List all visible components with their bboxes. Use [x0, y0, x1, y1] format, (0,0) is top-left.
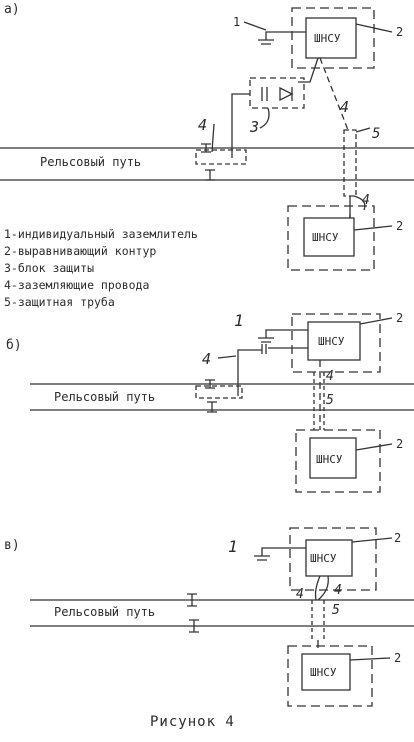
num-2-c-top: 2 [394, 531, 401, 545]
legend-item-2: 2-выравнивающий контур [4, 244, 157, 258]
panel-b-label: б) [6, 338, 22, 353]
num-4-b-left: 4 [202, 350, 211, 368]
num-5-b: 5 [326, 393, 334, 408]
ground-electrode-c [254, 547, 306, 561]
ground-electrode-a [258, 31, 306, 45]
num-4-a-left: 4 [198, 116, 207, 134]
equalizing-contour-a-top [291, 7, 375, 69]
num-4-a-lower: 4 [362, 193, 370, 208]
num-4-b-right: 4 [326, 369, 334, 384]
panel-c-label: в) [4, 538, 20, 553]
num-4-c-right: 4 [334, 583, 342, 598]
shnsu-label-b-bottom: ШНСУ [316, 453, 343, 466]
num-2-a-top: 2 [396, 25, 403, 39]
shnsu-box-b-top [307, 321, 361, 361]
num-3-a: 3 [249, 118, 259, 136]
track-label-b: Рельсовый путь [54, 390, 156, 404]
panel-a-label: а) [4, 2, 20, 17]
protection-block-a [249, 77, 305, 109]
ground-electrode-b [258, 329, 308, 343]
legend-item-1: 1-индивидуальный заземлитель [4, 227, 198, 241]
legend-item-3: 3-блок защиты [4, 261, 95, 275]
figure-caption: Рисунок 4 [150, 714, 235, 730]
num-1-c: 1 [228, 537, 238, 556]
track-label-c: Рельсовый путь [54, 605, 156, 619]
num-5-a: 5 [372, 126, 380, 142]
equalizing-contour-b-bottom [295, 429, 381, 493]
equalizing-contour-c-bottom [287, 645, 373, 707]
protective-pipe-a [343, 129, 357, 197]
num-2-b-bottom: 2 [396, 437, 403, 451]
panel-a [0, 7, 414, 271]
shnsu-box-a-bottom [303, 217, 355, 257]
num-1-b: 1 [234, 311, 244, 330]
num-5-c: 5 [332, 603, 340, 618]
panel-c [30, 527, 414, 707]
shnsu-label-a-bottom: ШНСУ [312, 231, 339, 244]
num-1-a: 1 [233, 15, 240, 29]
equalizing-contour-b-top [291, 313, 381, 373]
panel-b [30, 313, 414, 493]
num-4-a-right: 4 [340, 98, 349, 116]
shnsu-label-c-top: ШНСУ [310, 552, 337, 565]
shnsu-box-a-top [305, 17, 357, 59]
num-2-a-bottom: 2 [396, 219, 403, 233]
shnsu-box-c-bottom [301, 653, 351, 691]
legend-item-5: 5-защитная труба [4, 295, 115, 309]
equalizing-contour-c-top [289, 527, 377, 591]
shnsu-label-b-top: ШНСУ [318, 335, 345, 348]
legend-item-4: 4-заземляющие провода [4, 278, 150, 292]
num-2-b-top: 2 [396, 311, 403, 325]
num-2-c-bottom: 2 [394, 651, 401, 665]
legend: 1-индивидуальный заземлитель 2-выравнива… [4, 226, 198, 311]
track-label-a: Рельсовый путь [40, 155, 142, 169]
shnsu-label-c-bottom: ШНСУ [310, 666, 337, 679]
shnsu-box-b-bottom [309, 437, 357, 479]
num-4-c-left: 4 [296, 587, 304, 602]
shnsu-label-a-top: ШНСУ [314, 32, 341, 45]
equalizing-contour-a-bottom [287, 205, 375, 271]
shnsu-box-c-top [305, 539, 353, 577]
